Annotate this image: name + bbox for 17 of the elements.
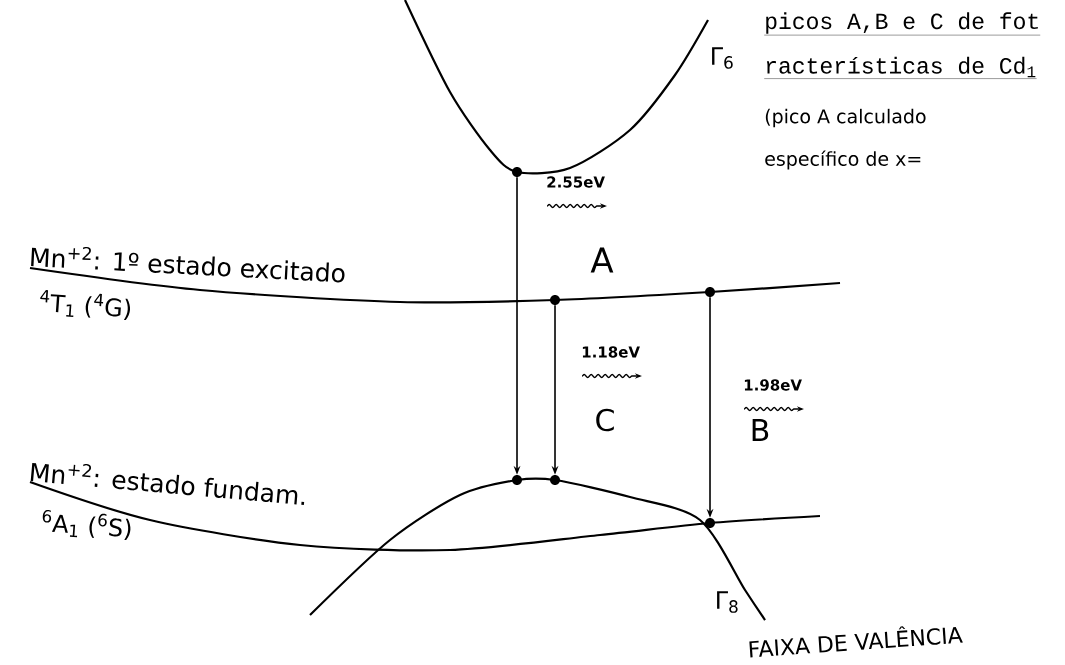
band-label: Γ$_{6}$ [712, 47, 733, 69]
level-label: $^{6}$A$_{1}$ ($^{6}$S) [42, 509, 131, 541]
edge-label: 1.98eV [744, 379, 802, 391]
level-label: $^{4}$T$_{1}$ ($^{4}$G) [40, 290, 131, 321]
note-text: racterísticas de Cd$_{1}$ [764, 56, 1037, 79]
level-label: Mn$^{+2}$: estado fundam. [30, 462, 305, 505]
note-text: picos A,B e C de fot [764, 12, 1041, 36]
note-text: específico de x= [765, 150, 921, 170]
transition-letter: B [752, 419, 769, 441]
band-label: Γ$_{8}$ [717, 591, 738, 613]
transition-letter: C [596, 408, 614, 432]
level-label: Mn$^{+2}$: 1º estado excitado [31, 246, 345, 283]
edge-label: 1.18eV [582, 346, 640, 358]
transition-letter: A [590, 247, 614, 273]
band-label: FAIXA DE VALÊNCIA [749, 626, 963, 658]
edge-label: 2.55eV [547, 176, 605, 188]
note-text: (pico A calculado [765, 108, 926, 128]
